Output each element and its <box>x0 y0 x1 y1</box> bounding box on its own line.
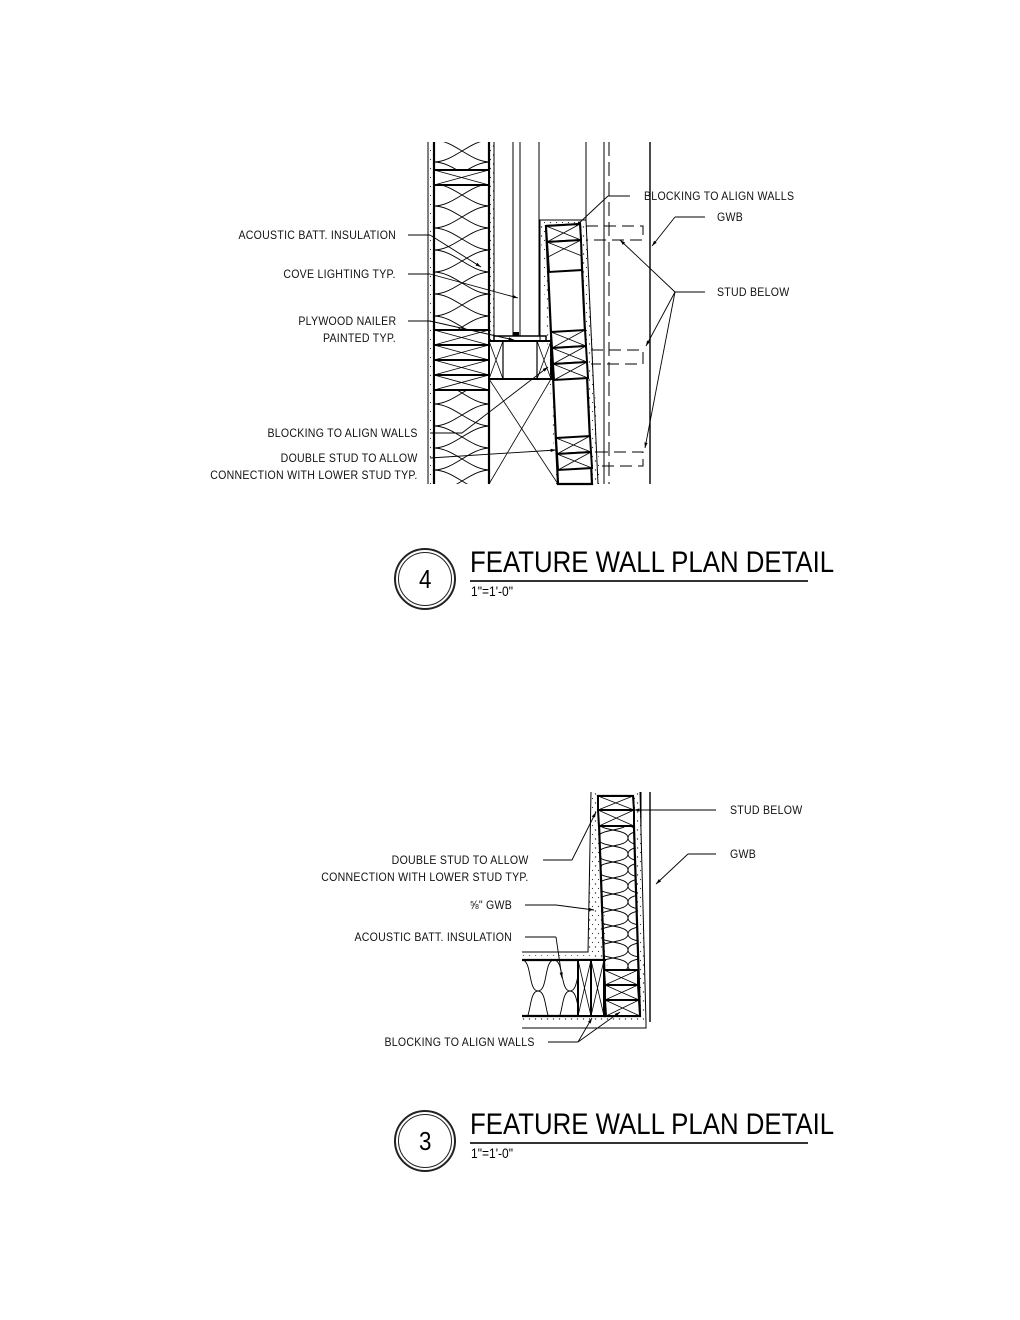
label-cove-lighting: COVE LIGHTING TYP. <box>283 267 396 281</box>
label-acoustic-batt-insulation: ACOUSTIC BATT. INSULATION <box>354 930 512 944</box>
label-gwb: GWB <box>730 847 757 861</box>
label-double-stud-connection: CONNECTION WITH LOWER STUD TYP. <box>321 870 529 884</box>
detail-number-bubble-3: 3 <box>394 1110 456 1172</box>
label-plywood-nailer-painted: PAINTED TYP. <box>322 331 396 345</box>
label-double-stud: DOUBLE STUD TO ALLOW <box>392 853 529 867</box>
label-stud-below: STUD BELOW <box>730 803 803 817</box>
detail-4-scale: 1"=1'-0" <box>471 583 513 599</box>
label-stud-below: STUD BELOW <box>717 285 790 299</box>
detail-4-title: FEATURE WALL PLAN DETAIL <box>470 546 835 579</box>
label-gwb: GWB <box>717 210 744 224</box>
label-acoustic-batt-insulation: ACOUSTIC BATT. INSULATION <box>238 228 396 242</box>
detail-3-drawing <box>522 791 716 1043</box>
label-blocking-align-walls: BLOCKING TO ALIGN WALLS <box>384 1035 535 1049</box>
label-double-stud-connection: CONNECTION WITH LOWER STUD TYP. <box>210 468 418 482</box>
detail-3-title: FEATURE WALL PLAN DETAIL <box>470 1108 835 1141</box>
detail-number: 3 <box>418 1125 432 1156</box>
detail-number: 4 <box>418 563 432 594</box>
label-plywood-nailer: PLYWOOD NAILER <box>298 314 396 328</box>
detail-3-scale: 1"=1'-0" <box>471 1145 513 1161</box>
label-blocking-align-walls-left: BLOCKING TO ALIGN WALLS <box>267 426 418 440</box>
label-double-stud: DOUBLE STUD TO ALLOW <box>281 451 418 465</box>
label-five-eighths-gwb: ⅝" GWB <box>469 898 512 912</box>
title-underline <box>470 580 808 582</box>
detail-number-bubble-4: 4 <box>394 548 456 610</box>
label-blocking-align-walls-right: BLOCKING TO ALIGN WALLS <box>644 189 795 203</box>
title-underline <box>470 1142 808 1144</box>
